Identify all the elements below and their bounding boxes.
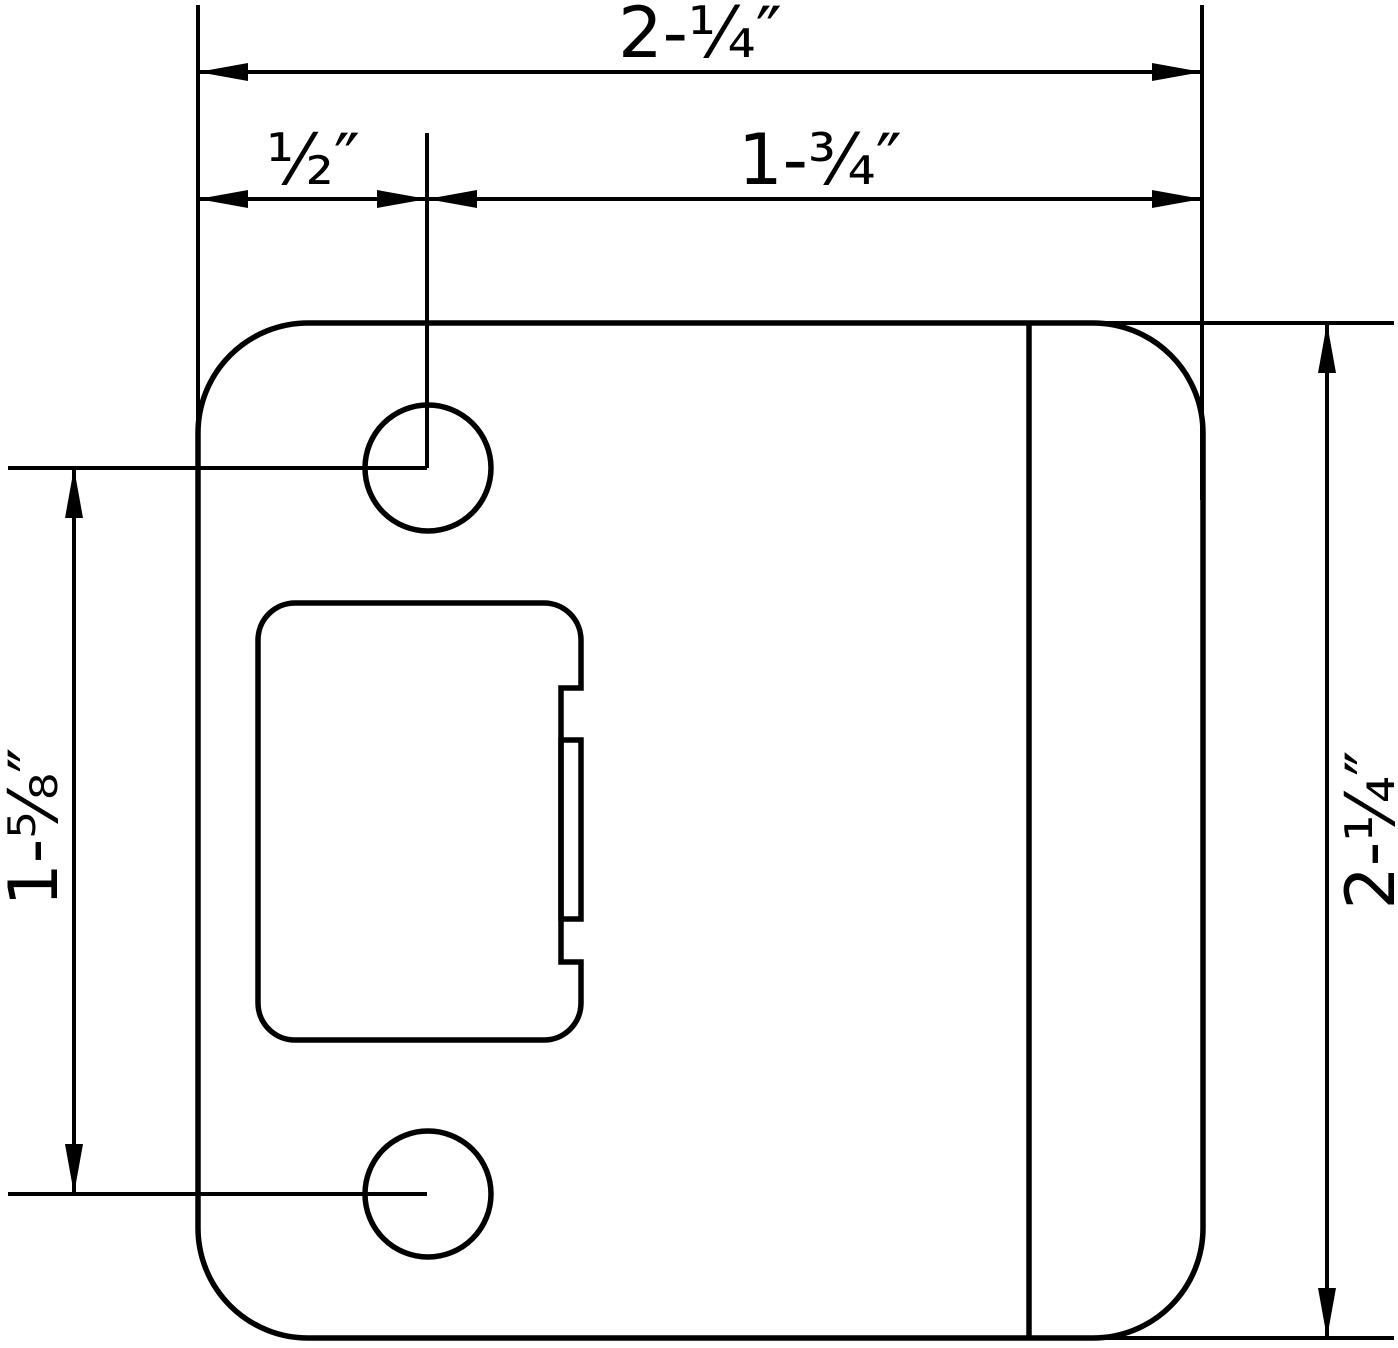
hole-offset-label: ½″ (266, 119, 360, 201)
dimension-lines (65, 63, 1336, 1338)
overall-width-label: 2-¼″ (618, 0, 782, 74)
latch-guide-tab (558, 737, 584, 922)
latch-opening (255, 600, 584, 1043)
dimension-labels: 2-¼″ ½″ 1-¾″ 1-⅝″ 2-¼″ (0, 0, 1398, 910)
plate-outline (195, 320, 1206, 1341)
overall-height-label: 2-¼″ (1332, 750, 1398, 909)
latch-to-edge-label: 1-¾″ (738, 119, 902, 201)
hole-spacing-label: 1-⅝″ (0, 747, 74, 906)
strike-plate-body (195, 320, 1206, 1341)
bottom-screw-hole (362, 1128, 494, 1260)
top-screw-hole (362, 402, 494, 534)
extension-lines (8, 5, 1394, 1340)
